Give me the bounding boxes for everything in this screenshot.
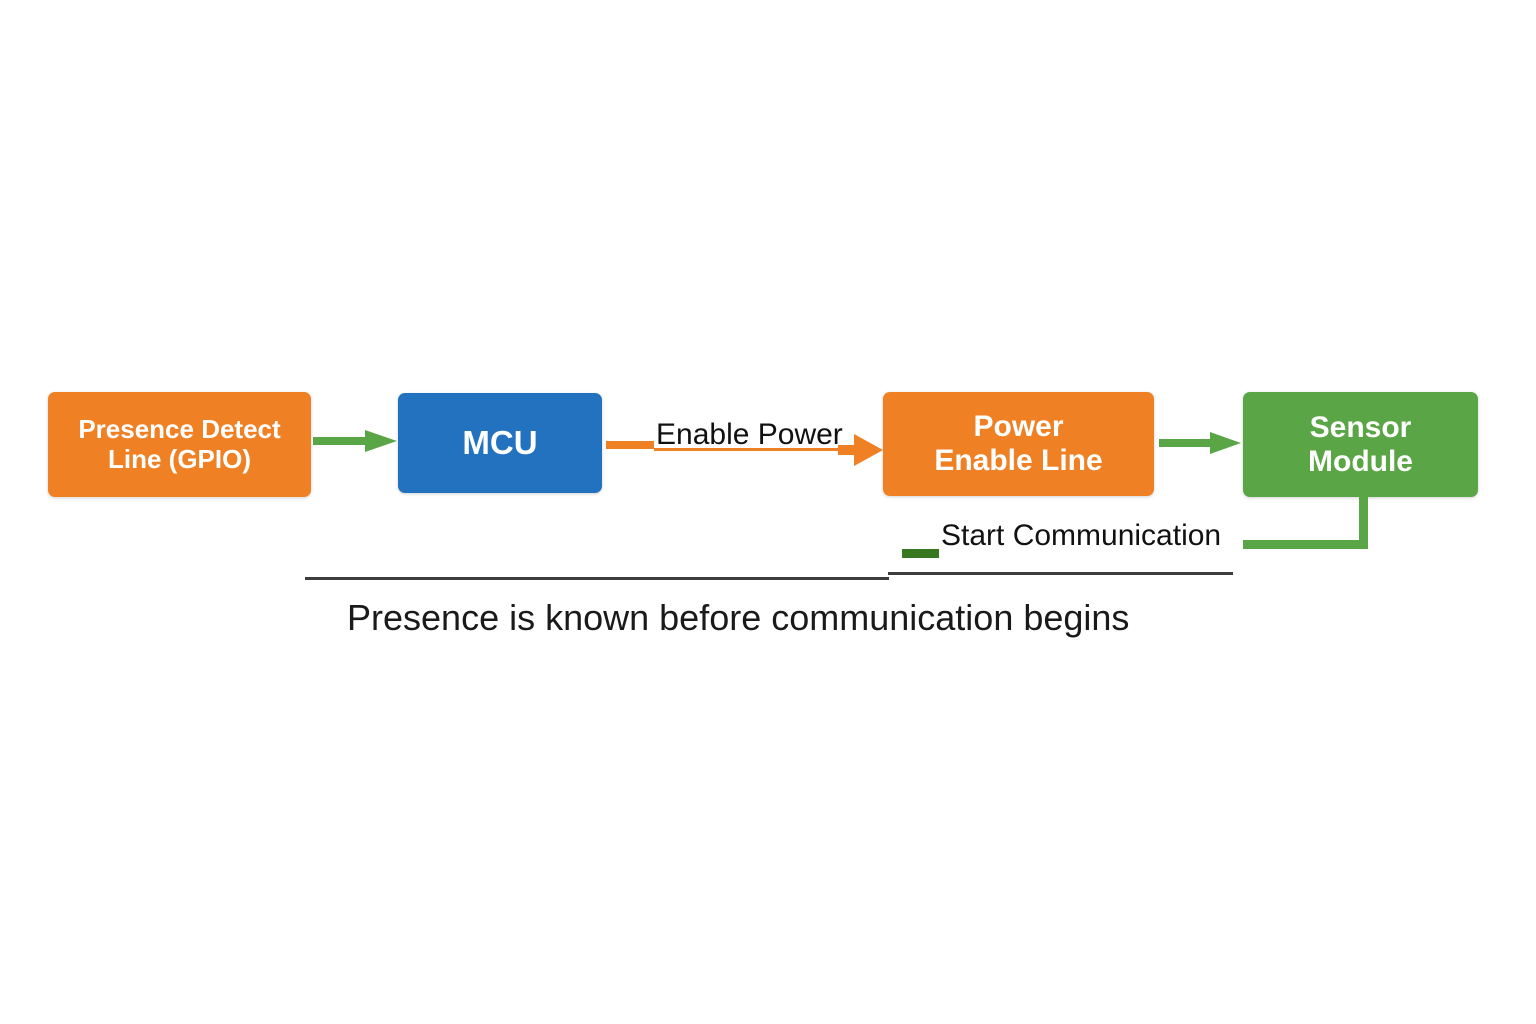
node-sensor-module-label-line2: Module [1308, 444, 1413, 478]
diagram-caption: Presence is known before communication b… [347, 597, 1130, 638]
node-presence-detect-line-label-line1: Presence Detect [78, 414, 281, 445]
node-presence-detect-line-label-line2: Line (GPIO) [108, 443, 251, 474]
edge-mcu-to-power-stub [606, 441, 654, 449]
arrow-presence-to-mcu-icon [313, 430, 397, 452]
underline-rule-left [305, 577, 889, 580]
arrow-power-to-sensor-icon [1159, 432, 1241, 454]
underline-rule-right [888, 572, 1233, 575]
start-communication-dash-icon [902, 549, 939, 558]
node-power-enable-line-label-line1: Power [973, 410, 1064, 444]
edge-sensor-to-start-communication-horizontal [1243, 540, 1368, 549]
node-sensor-module-label-line1: Sensor [1309, 410, 1412, 444]
edge-label-enable-power: Enable Power [656, 418, 843, 451]
node-mcu[interactable]: MCU [398, 393, 602, 493]
node-mcu-label: MCU [462, 423, 538, 461]
node-power-enable-line-label-line2: Enable Line [934, 444, 1103, 477]
edge-sensor-to-start-communication-vertical [1359, 497, 1368, 548]
arrow-mcu-to-power-head-icon [838, 434, 883, 466]
edge-mcu-to-power-line [654, 448, 842, 451]
edge-label-start-communication: Start Communication [941, 519, 1222, 552]
